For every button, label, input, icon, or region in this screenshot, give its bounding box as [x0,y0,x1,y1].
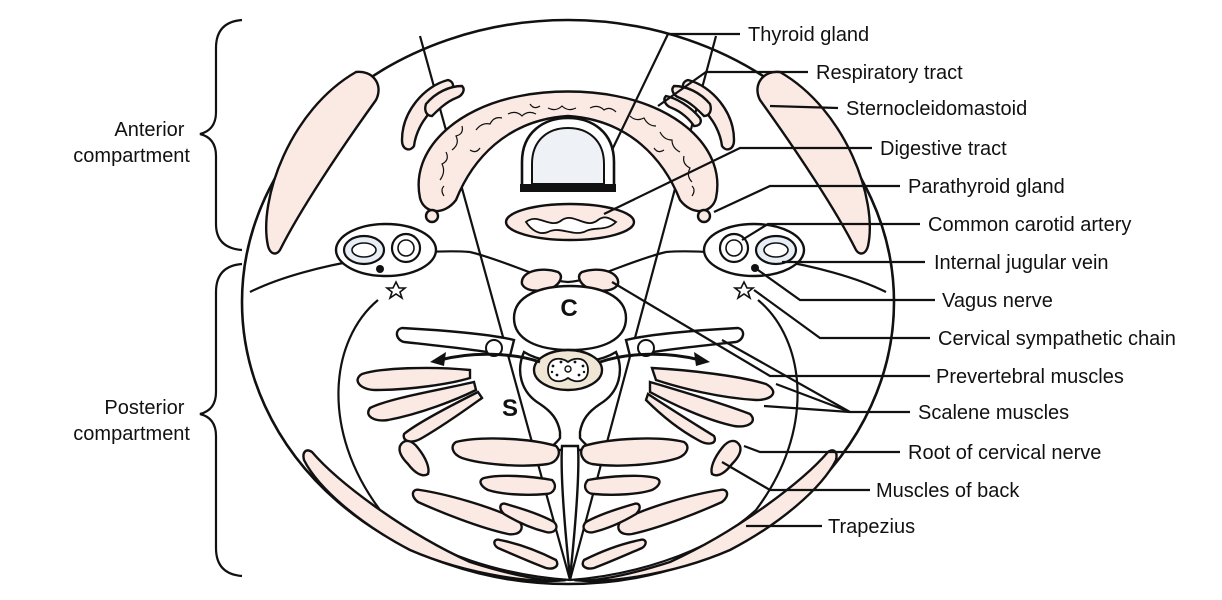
right-parathyroid-gland [696,208,712,224]
label-common-carotid-artery: Common carotid artery [928,214,1131,236]
leader-lines [603,32,935,528]
right-carotid-sheath [702,222,806,278]
strap-muscles [400,78,736,151]
thyroid-texture [439,103,695,197]
anterior-compartment-line2: compartment [73,145,190,167]
back-muscles [398,437,742,570]
anterior-compartment-brace [199,18,243,252]
label-respiratory-tract: Respiratory tract [816,62,963,84]
label-sternocleidomastoid: Sternocleidomastoid [846,98,1027,120]
spinal-cord [532,348,604,392]
left-sympathetic-ganglion [384,280,408,300]
left-sternocleidomastoid [265,70,380,255]
label-muscles-of-back: Muscles of back [876,480,1020,502]
anterior-compartment-line1: Anterior [114,119,184,141]
anterior-compartment-label: Anterior compartment [73,119,190,167]
label-internal-jugular-vein: Internal jugular vein [934,252,1109,274]
posterior-compartment-label: Posterior compartment [73,397,190,445]
left-carotid-sheath [334,222,438,278]
label-parathyroid-gland: Parathyroid gland [908,176,1065,198]
label-prevertebral-muscles: Prevertebral muscles [936,366,1124,388]
spinal-cord-marker: S [502,395,518,422]
posterior-compartment-line1: Posterior [104,397,184,419]
label-root-of-cervical-nerve: Root of cervical nerve [908,442,1101,464]
trachea [520,116,616,192]
right-sternocleidomastoid [756,70,871,255]
label-trapezius: Trapezius [828,516,915,538]
left-scalene-muscles [356,366,484,443]
sternocleidomastoid-muscles [265,70,871,255]
prevertebral-muscles [520,268,620,292]
cervical-vertebra-marker: C [560,295,577,322]
label-digestive-tract: Digestive tract [880,138,1007,160]
right-scalene-muscles [644,366,775,445]
posterior-compartment-brace [199,262,243,578]
label-vagus-nerve: Vagus nerve [942,290,1053,312]
left-parathyroid-gland [424,208,440,224]
esophagus [504,202,636,242]
posterior-compartment-line2: compartment [73,423,190,445]
cervical-nerve-roots [430,352,710,366]
label-scalene-muscles: Scalene muscles [918,402,1069,424]
label-thyroid-gland: Thyroid gland [748,24,869,46]
right-sympathetic-ganglion [732,280,756,300]
label-cervical-sympathetic-chain: Cervical sympathetic chain [938,328,1176,350]
thyroid-gland [417,90,719,213]
trapezius-muscles [302,449,838,583]
